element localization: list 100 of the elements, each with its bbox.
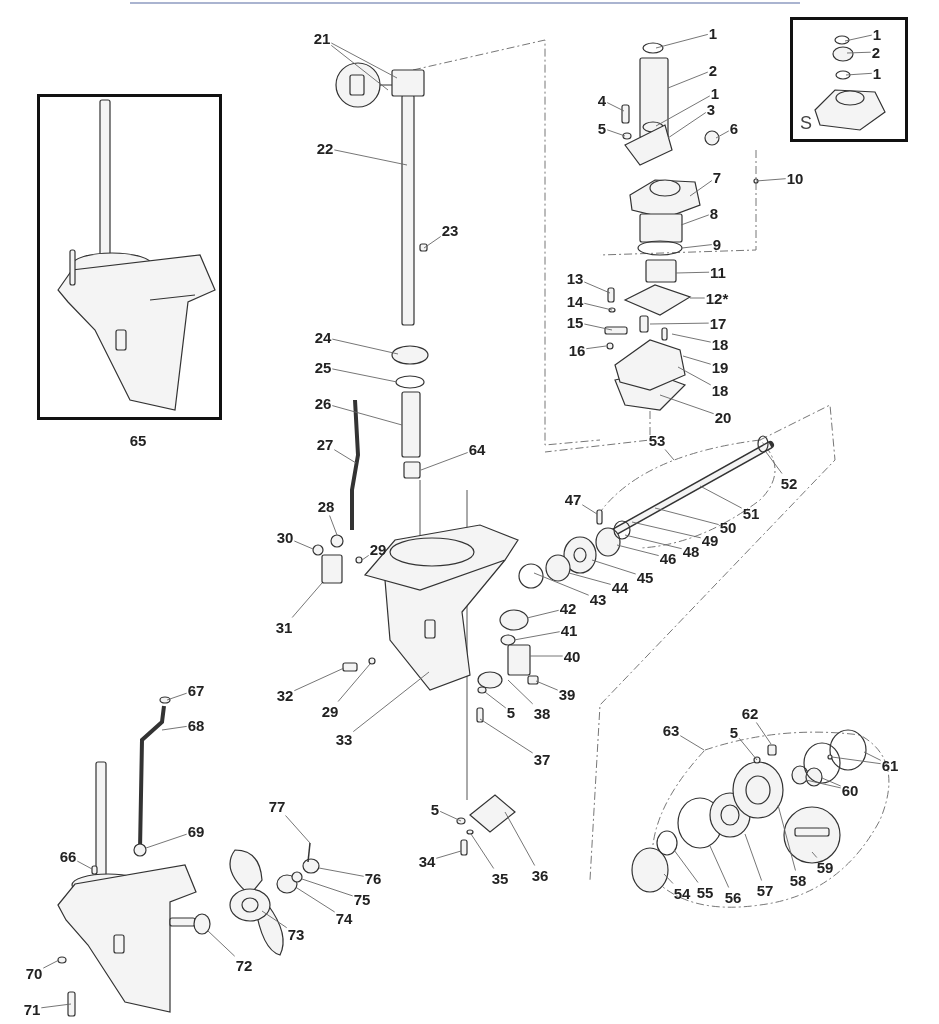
- leader-line: [659, 394, 715, 415]
- callout-number: 44: [611, 578, 629, 596]
- callout-number: 58: [789, 871, 807, 889]
- callout-number: 69: [187, 822, 205, 840]
- callout-number: 67: [187, 681, 205, 699]
- callout-number: 3: [706, 100, 716, 118]
- leader-line: [166, 692, 188, 701]
- inset-frame: [790, 17, 908, 142]
- callout-number: 35: [491, 869, 509, 887]
- callout-number: 25: [314, 358, 332, 376]
- leader-line: [606, 102, 625, 112]
- leader-line: [689, 297, 706, 299]
- leader-line: [624, 534, 683, 550]
- leader-line: [293, 667, 345, 692]
- callout-number: 39: [558, 685, 576, 703]
- leader-line: [606, 129, 626, 137]
- callout-number: 54: [673, 884, 691, 902]
- leader-line: [583, 302, 613, 311]
- callout-number: 55: [696, 883, 714, 901]
- leader-line: [689, 180, 713, 197]
- callout-number: 1: [710, 84, 720, 102]
- callout-number: 48: [682, 542, 700, 560]
- leader-line: [330, 42, 398, 79]
- callout-number: 15: [566, 313, 584, 331]
- leader-line: [677, 366, 712, 386]
- leader-line: [291, 582, 323, 618]
- callout-number: 62: [741, 704, 759, 722]
- leader-line: [844, 34, 873, 42]
- callout-number: 36: [531, 866, 549, 884]
- callout-number: 74: [335, 909, 353, 927]
- leader-line: [709, 845, 730, 888]
- callout-number: 26: [314, 394, 332, 412]
- callout-number: 2: [708, 61, 718, 79]
- callout-number: 22: [316, 139, 334, 157]
- leader-line: [568, 572, 612, 585]
- leader-line: [435, 850, 462, 859]
- leader-line: [42, 959, 60, 969]
- leader-line: [616, 544, 660, 557]
- leader-line: [479, 718, 534, 754]
- callout-number: 21: [313, 29, 331, 47]
- leader-line: [420, 452, 469, 471]
- callout-number: 75: [353, 890, 371, 908]
- callout-number: 18: [711, 381, 729, 399]
- leader-line: [293, 540, 314, 550]
- leader-line: [831, 756, 882, 765]
- callout-number: 38: [533, 704, 551, 722]
- leader-line: [682, 355, 712, 365]
- callout-number: 68: [187, 716, 205, 734]
- leader-line: [655, 95, 711, 127]
- callout-number: 8: [709, 204, 719, 222]
- callout-number: 24: [314, 328, 332, 346]
- callout-number: 9: [712, 235, 722, 253]
- callout-number: 17: [709, 314, 727, 332]
- leader-line: [333, 149, 408, 166]
- callout-number: 12*: [705, 289, 729, 307]
- leader-line: [76, 860, 93, 870]
- callout-number: 20: [714, 408, 732, 426]
- callout-number: 13: [566, 269, 584, 287]
- leader-line: [699, 485, 743, 509]
- leader-line: [679, 735, 705, 751]
- callout-number: 61: [881, 756, 899, 774]
- callout-number: 16: [568, 341, 586, 359]
- leader-line: [846, 51, 872, 54]
- callout-number: 64: [468, 440, 486, 458]
- callout-number: 45: [636, 568, 654, 586]
- leader-line: [777, 804, 796, 871]
- leader-line: [331, 338, 399, 355]
- leader-line: [261, 910, 288, 929]
- callout-number: 63: [662, 721, 680, 739]
- leader-line: [811, 851, 818, 858]
- callout-number: 19: [711, 358, 729, 376]
- callout-number: 23: [441, 221, 459, 239]
- callout-number: 52: [780, 474, 798, 492]
- callout-number: 7: [712, 168, 722, 186]
- callout-number: 2: [871, 43, 881, 61]
- leader-line: [331, 405, 403, 426]
- callout-number: 1: [872, 25, 882, 43]
- leader-line: [526, 609, 560, 619]
- leader-line: [715, 130, 730, 139]
- leader-line: [318, 867, 365, 877]
- leader-line: [285, 815, 311, 844]
- callout-number: 73: [287, 925, 305, 943]
- callout-number: 11: [710, 263, 726, 281]
- callout-number: 1: [872, 64, 882, 82]
- leader-line: [671, 333, 712, 343]
- callout-number: 77: [268, 797, 286, 815]
- callout-number: 60: [841, 781, 859, 799]
- leader-line: [507, 679, 534, 705]
- callout-number: 41: [560, 621, 578, 639]
- leader-line: [585, 345, 607, 350]
- leader-line: [654, 507, 720, 526]
- callout-number: 4: [597, 91, 607, 109]
- callout-number: 43: [589, 590, 607, 608]
- callout-number: 59: [816, 858, 834, 876]
- callout-number: 5: [729, 723, 739, 741]
- leader-line: [470, 833, 495, 869]
- leader-line: [667, 71, 709, 89]
- callout-number: 28: [317, 497, 335, 515]
- callout-number: 49: [701, 531, 719, 549]
- callout-number: 29: [369, 540, 387, 558]
